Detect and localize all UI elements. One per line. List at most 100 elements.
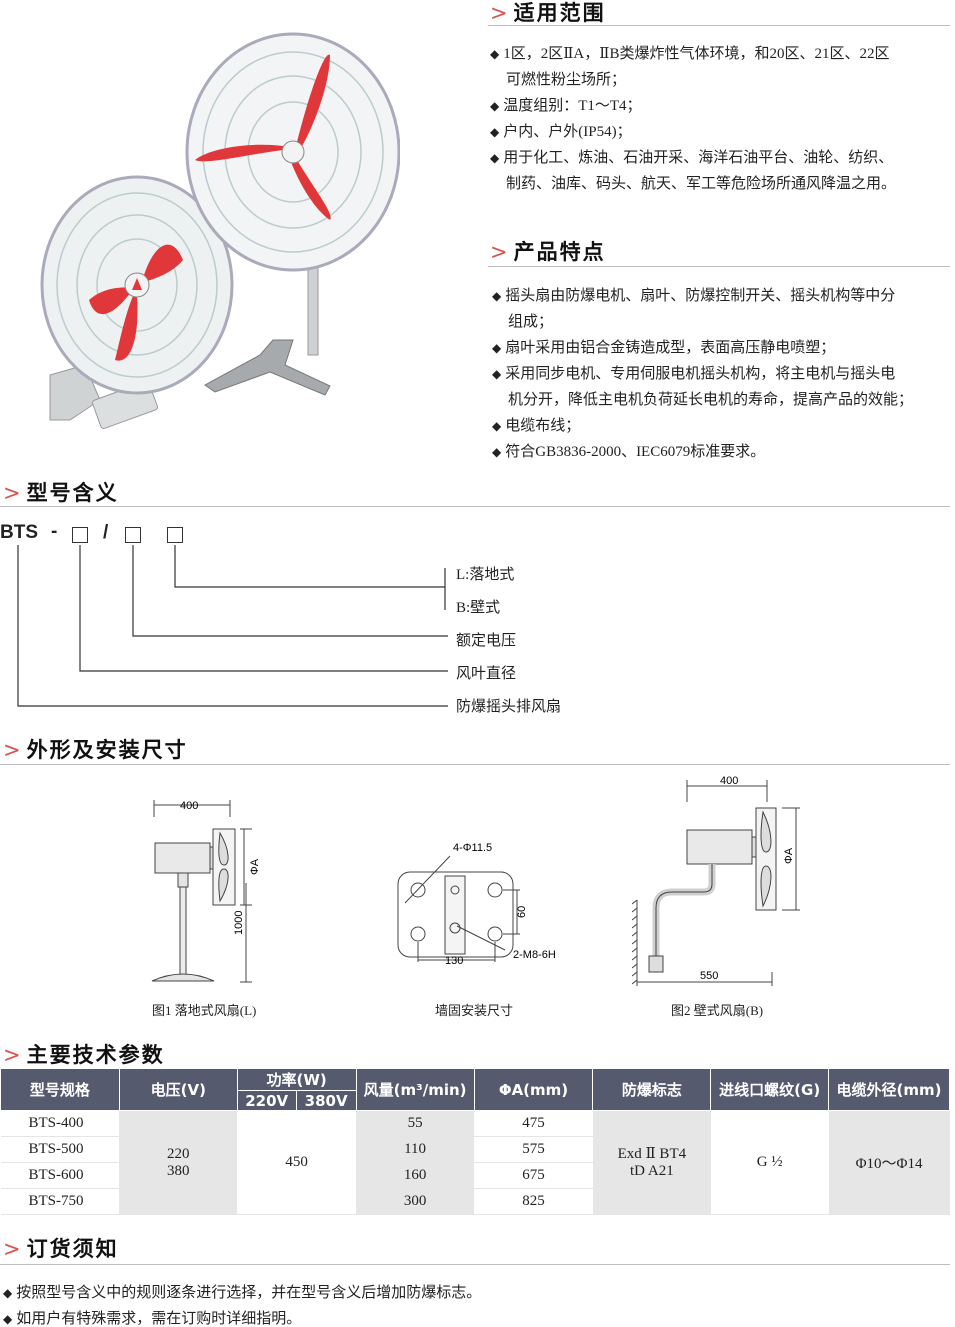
- model-meaning-title-text: 型号含义: [26, 481, 119, 505]
- chevron-right-icon: >: [3, 738, 23, 762]
- model-slash: /: [103, 522, 109, 543]
- cell-voltage-2: 380: [167, 1162, 190, 1179]
- fig2-phi: ΦA: [783, 847, 795, 864]
- model-meaning-title: >型号含义: [3, 477, 119, 507]
- model-label-product: 防爆摇头排风扇: [456, 699, 562, 715]
- divider: [488, 266, 950, 267]
- header-thread: 进线口螺纹(G): [710, 1068, 830, 1111]
- ordering-title-text: 订货须知: [26, 1237, 119, 1261]
- chevron-right-icon: >: [3, 481, 23, 505]
- mount-caption: 墙固安装尺寸: [435, 1003, 514, 1018]
- scope-title-text: 适用范围: [513, 1, 606, 25]
- spec-table: 型号规格 电压(V) 功率(W) 风量(m³/min) ΦA(mm) 防爆标志 …: [0, 1068, 950, 1215]
- divider: [0, 506, 950, 507]
- header-cable: 电缆外径(mm): [828, 1068, 950, 1111]
- fig1-floor-fan-drawing: 400 ΦA 1000: [151, 800, 261, 983]
- dimensions-title-text: 外形及安装尺寸: [26, 738, 188, 762]
- cell-model: BTS-400: [0, 1110, 120, 1137]
- list-item: 摇头扇由防爆电机、扇叶、防爆控制开关、摇头机构等中分: [492, 283, 955, 309]
- header-model: 型号规格: [0, 1068, 120, 1111]
- cell-phi: 575: [474, 1136, 593, 1163]
- cell-exmark-2: tD A21: [629, 1162, 674, 1179]
- header-exmark: 防爆标志: [592, 1068, 712, 1111]
- features-title: >产品特点: [490, 236, 606, 266]
- mount-holes: 4-Φ11.5: [453, 842, 492, 854]
- chevron-right-icon: >: [3, 1237, 23, 1261]
- header-power-220: 220V: [236, 1090, 297, 1111]
- floor-fan-illustration: [185, 32, 400, 396]
- list-item: 用于化工、炼油、石油开采、海洋石油平台、油轮、纺织、: [490, 145, 955, 171]
- model-label-floor: L:落地式: [456, 567, 515, 583]
- model-box-diameter: [72, 527, 88, 543]
- model-label-diameter: 风叶直径: [456, 666, 517, 682]
- fig2-depth: 550: [700, 970, 718, 982]
- list-item: 机分开，降低主电机负荷延长电机的寿命，提高产品的效能；: [508, 392, 914, 408]
- mount-bolt: 2-M8-6H: [513, 949, 556, 961]
- cell-power: 450: [237, 1110, 357, 1215]
- mount-plate-drawing: 4-Φ11.5 60 130 2-M8-6H: [397, 842, 556, 967]
- table-row: BTS-750 300 825: [0, 1188, 950, 1215]
- fig1-caption: 图1 落地式风扇(L): [152, 1003, 257, 1018]
- header-voltage: 电压(V): [118, 1068, 238, 1111]
- table-row: BTS-600 160 675: [0, 1162, 950, 1189]
- list-item: 扇叶采用由铝合金铸造成型，表面高压静电喷塑；: [492, 335, 955, 361]
- list-item: 如用户有特殊需求，需在订购时详细指明。: [3, 1306, 953, 1327]
- fig1-height: 1000: [233, 911, 245, 935]
- cell-thread: G ½: [710, 1110, 829, 1215]
- model-label-voltage: 额定电压: [456, 633, 517, 649]
- ordering-list: 按照型号含义中的规则逐条进行选择，并在型号含义后增加防爆标志。 如用户有特殊需求…: [3, 1280, 953, 1327]
- list-item: 温度组别：T1～T4；: [490, 93, 955, 119]
- model-code-prefix: BTS: [0, 522, 38, 543]
- header-power: 功率(W): [236, 1068, 357, 1091]
- chevron-right-icon: >: [3, 1043, 23, 1067]
- chevron-right-icon: >: [490, 1, 510, 25]
- divider: [0, 764, 950, 765]
- specs-title-text: 主要技术参数: [26, 1043, 165, 1067]
- table-row: BTS-500 110 575: [0, 1136, 950, 1163]
- fig1-width: 400: [180, 800, 198, 812]
- model-code: BTS: [0, 522, 38, 544]
- fig2-wall-fan-drawing: 400 ΦA 550: [632, 775, 800, 986]
- cell-model: BTS-500: [0, 1136, 120, 1163]
- divider: [488, 25, 950, 26]
- list-item: 按照型号含义中的规则逐条进行选择，并在型号含义后增加防爆标志。: [3, 1280, 953, 1306]
- list-item: 电缆布线；: [492, 413, 955, 439]
- fig2-width: 400: [720, 775, 738, 787]
- list-item: 组成；: [508, 314, 554, 330]
- header-power-380: 380V: [295, 1090, 357, 1111]
- cell-model: BTS-600: [0, 1162, 120, 1189]
- chevron-right-icon: >: [490, 240, 510, 264]
- ordering-title: >订货须知: [3, 1233, 119, 1263]
- cell-airflow: 110: [356, 1136, 475, 1163]
- header-phi: ΦA(mm): [473, 1068, 594, 1111]
- cell-exmark-1: Exd Ⅱ BT4: [617, 1145, 687, 1162]
- wall-fan-illustration: [40, 175, 234, 430]
- list-item: 1区，2区ⅡA，ⅡB类爆炸性气体环境，和20区、21区、22区: [490, 41, 955, 67]
- cell-airflow: 300: [356, 1188, 475, 1215]
- header-airflow: 风量(m³/min): [355, 1068, 475, 1111]
- features-list: 摇头扇由防爆电机、扇叶、防爆控制开关、摇头机构等中分 组成； 扇叶采用由铝合金铸…: [492, 283, 955, 465]
- cell-model: BTS-750: [0, 1188, 120, 1215]
- cell-cable: Φ10～Φ14: [828, 1110, 950, 1215]
- cell-phi: 475: [474, 1110, 593, 1137]
- model-dash: -: [51, 521, 58, 542]
- list-item: 采用同步电机、专用伺服电机摇头机构，将主电机与摇头电: [492, 361, 955, 387]
- product-photo: [40, 32, 400, 430]
- mount-height: 60: [516, 906, 528, 918]
- cell-phi: 675: [474, 1162, 593, 1189]
- mount-width: 130: [445, 955, 463, 967]
- specs-title: >主要技术参数: [3, 1039, 165, 1069]
- cell-airflow: 55: [356, 1110, 475, 1137]
- list-item: 制药、油库、码头、航天、军工等危险场所通风降温之用。: [506, 176, 897, 192]
- dimensions-title: >外形及安装尺寸: [3, 734, 188, 764]
- list-item: 可燃性粉尘场所；: [506, 72, 627, 88]
- cell-phi: 825: [474, 1188, 593, 1215]
- list-item: 户内、户外(IP54)；: [490, 119, 955, 145]
- model-leader-lines: [17, 545, 448, 707]
- cell-airflow: 160: [356, 1162, 475, 1189]
- scope-list: 1区，2区ⅡA，ⅡB类爆炸性气体环境，和20区、21区、22区 可燃性粉尘场所；…: [490, 41, 955, 197]
- fig1-phi: ΦA: [249, 858, 261, 875]
